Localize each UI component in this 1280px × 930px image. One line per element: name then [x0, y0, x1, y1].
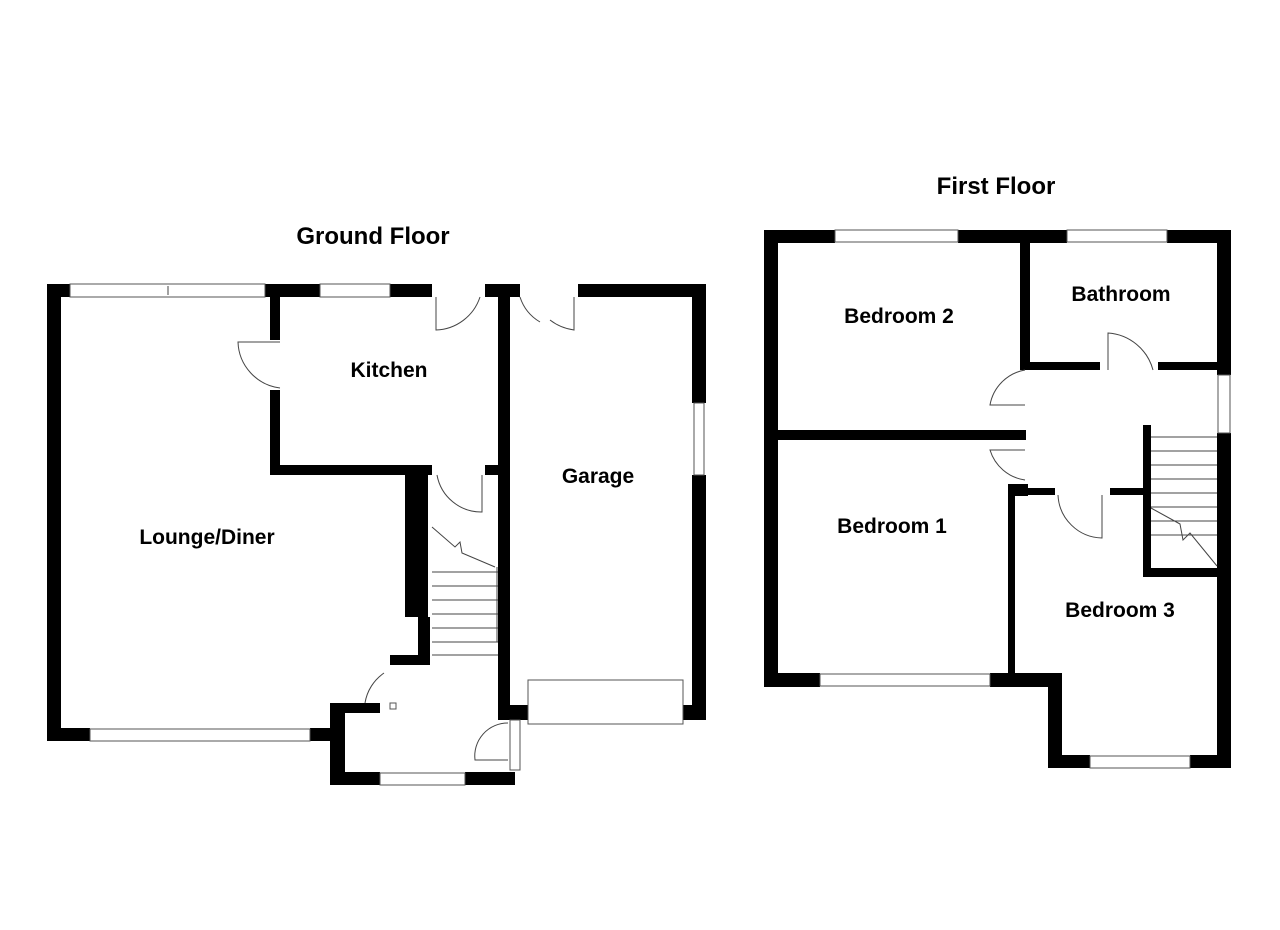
first-floor-walls [764, 230, 1231, 768]
first-floor-windows [819, 229, 1231, 769]
room-label-bedroom-1: Bedroom 1 [837, 515, 947, 538]
room-label-garage: Garage [562, 465, 634, 488]
first-floor-doors [989, 332, 1154, 539]
first-floor-title: First Floor [937, 173, 1056, 200]
ground-floor-plan: Ground Floor [47, 223, 706, 786]
ground-floor-walls [47, 284, 706, 785]
ground-floor-windows [69, 283, 705, 786]
room-label-bathroom: Bathroom [1071, 283, 1170, 306]
ground-floor-stairs [431, 526, 498, 656]
ground-floor-doors [237, 296, 684, 761]
first-floor-plan: First Floor [764, 173, 1231, 769]
room-label-lounge-diner: Lounge/Diner [139, 526, 274, 549]
first-floor-stairs [1150, 436, 1218, 567]
room-label-bedroom-3: Bedroom 3 [1065, 599, 1175, 622]
room-label-bedroom-2: Bedroom 2 [844, 305, 954, 328]
garage-door [527, 679, 684, 725]
ground-floor-title: Ground Floor [296, 223, 449, 250]
room-label-kitchen: Kitchen [350, 359, 427, 382]
